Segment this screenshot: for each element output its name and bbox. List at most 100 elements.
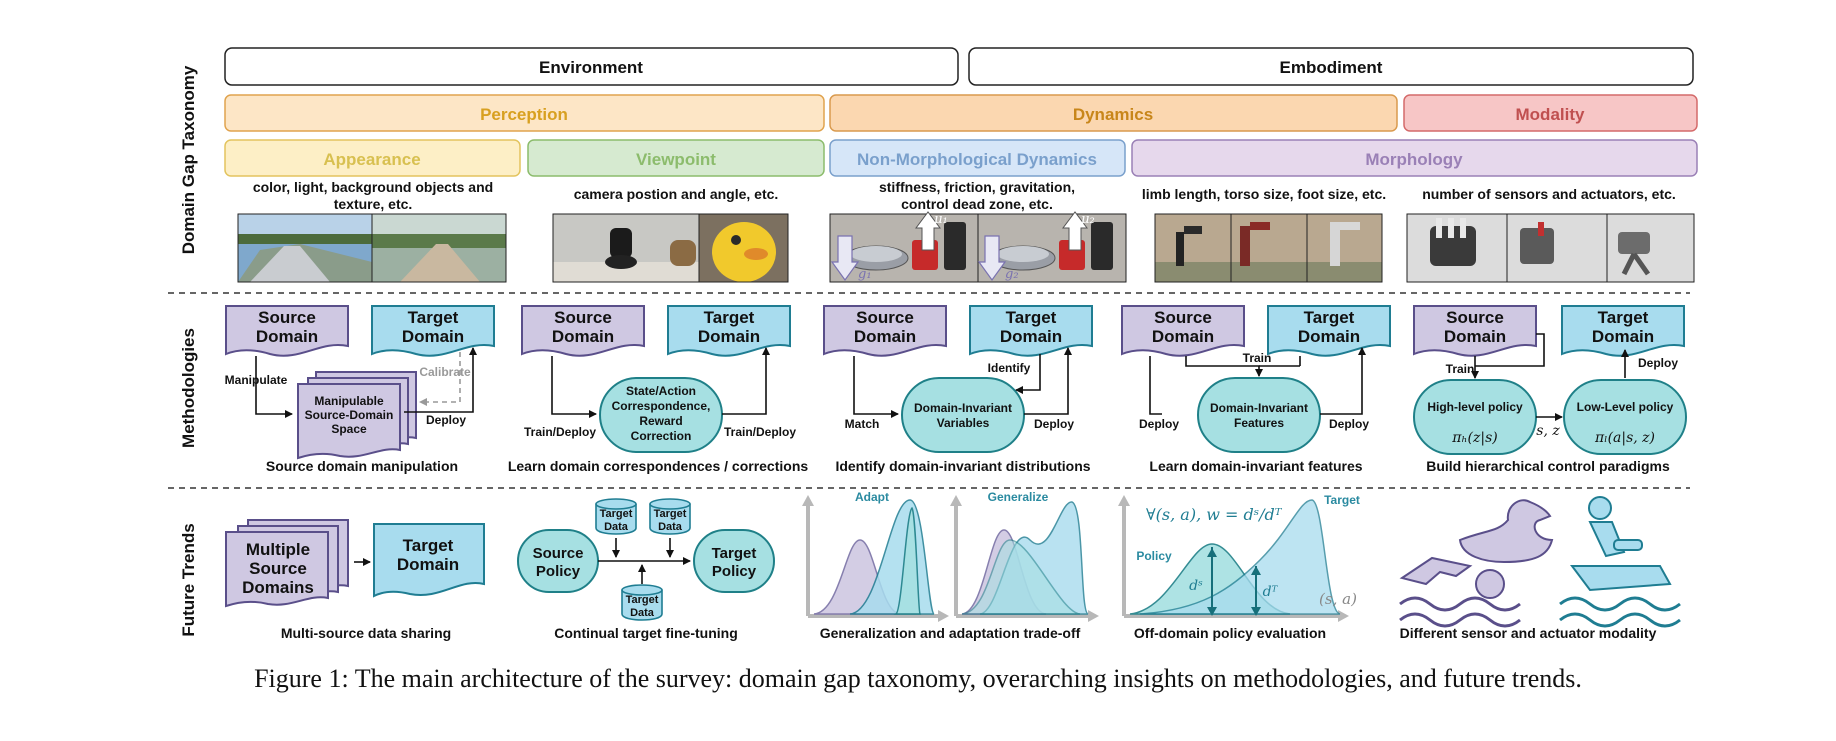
gravity-label-1: g₁	[858, 267, 872, 282]
perception-label: Perception	[480, 105, 568, 124]
svg-text:Data: Data	[604, 521, 629, 533]
viewpoint-label: Viewpoint	[636, 150, 716, 169]
method-caption-3: Identify domain-invariant distributions	[835, 458, 1090, 474]
modality-box: Modality	[1403, 94, 1698, 132]
svg-text:Domain: Domain	[402, 327, 464, 346]
svg-text:Domain-Invariant: Domain-Invariant	[914, 401, 1012, 415]
modality-description: number of sensors and actuators, etc.	[1422, 186, 1676, 202]
svg-text:Domain: Domain	[552, 327, 614, 346]
svg-text:Target: Target	[1304, 308, 1355, 327]
svg-text:Domain: Domain	[1298, 327, 1360, 346]
method-domain-invariant-distributions: Source Domain Target Domain Domain-Invar…	[823, 305, 1093, 474]
svg-text:πₗ(a|s, z): πₗ(a|s, z)	[1594, 430, 1655, 446]
svg-text:Target: Target	[626, 594, 659, 606]
target-data-cylinder: Target Data	[595, 498, 637, 535]
morphology-description: limb length, torso size, foot size, etc.	[1142, 186, 1386, 202]
method-source-domain-manipulation: Source Domain Target Domain Manipulable …	[225, 305, 495, 474]
match-label: Match	[845, 417, 880, 431]
svg-text:Domain: Domain	[397, 555, 459, 574]
state-action-label: (s, a)	[1319, 590, 1357, 608]
train-label: Train	[1446, 362, 1475, 376]
svg-text:Multiple: Multiple	[246, 540, 310, 559]
svg-text:High-level policy: High-level policy	[1427, 400, 1523, 414]
friction-label-2: μ₂	[1081, 212, 1095, 227]
svg-text:Space: Space	[331, 422, 367, 436]
morphology-box: Morphology	[1131, 139, 1698, 177]
svg-text:Manipulable: Manipulable	[314, 394, 384, 408]
non-morphological-dynamics-box: Non-Morphological Dynamics	[829, 139, 1126, 177]
svg-text:Target: Target	[1598, 308, 1649, 327]
source-domain-doc: Source Domain	[521, 305, 645, 357]
trend-caption-3: Generalization and adaptation trade-off	[820, 625, 1081, 641]
domain-invariant-features-node: Domain-Invariant Features	[1197, 377, 1321, 453]
deploy-label: Deploy	[1034, 417, 1074, 431]
sz-label: s, z	[1536, 423, 1560, 439]
generalize-plot: Generalize	[950, 490, 1099, 622]
svg-text:Domain: Domain	[1152, 327, 1214, 346]
correspondence-node: State/Action Correspondence, Reward Corr…	[599, 377, 723, 453]
source-domain-doc: Source Domain	[823, 305, 947, 357]
embodiment-box: Embodiment	[968, 47, 1694, 86]
adapt-plot: Adapt	[802, 490, 949, 622]
method-domain-invariant-features: Source Domain Target Domain Domain-Invar…	[1121, 305, 1391, 474]
viewpoint-description: camera postion and angle, etc.	[574, 186, 779, 202]
svg-text:Target: Target	[654, 508, 687, 520]
low-level-policy-node: Low-Level policy πₗ(a|s, z)	[1563, 379, 1687, 455]
duck-icon	[1458, 499, 1554, 564]
source-density-label: dˢ	[1189, 578, 1203, 594]
robot-hand-images	[1406, 213, 1695, 283]
manipulable-space-stack: Manipulable Source-Domain Space	[297, 371, 417, 460]
trend-caption-1: Multi-source data sharing	[281, 625, 451, 641]
svg-text:Domain-Invariant: Domain-Invariant	[1210, 401, 1308, 415]
dynamics-pan-images: g₁ g₂ μ₁ μ₂	[829, 211, 1127, 283]
target-domain-doc: Target Domain	[667, 305, 791, 357]
target-domain-doc: Target Domain	[1267, 305, 1391, 357]
train-deploy-right-label: Train/Deploy	[724, 425, 796, 439]
non-morph-description-line1: stiffness, friction, gravitation,	[879, 179, 1075, 195]
svg-text:Source: Source	[1446, 308, 1504, 327]
svg-text:State/Action: State/Action	[626, 384, 696, 398]
adapt-label: Adapt	[855, 490, 889, 504]
target-data-cylinder: Target Data	[649, 498, 691, 535]
svg-text:Source: Source	[856, 308, 914, 327]
manipulate-label: Manipulate	[225, 373, 288, 387]
target-domain-doc: Target Domain	[373, 523, 485, 598]
swimmer-icon	[1399, 556, 1521, 628]
viewpoint-box: Viewpoint	[527, 139, 825, 177]
trend-generalization-adaptation: Adapt Generalize Generalization and adap…	[802, 490, 1099, 641]
generalize-label: Generalize	[988, 490, 1049, 504]
calibrate-label: Calibrate	[419, 365, 471, 379]
svg-text:πₕ(z|s): πₕ(z|s)	[1451, 430, 1497, 446]
appearance-description-line1: color, light, background objects and	[253, 179, 493, 195]
svg-text:Low-Level policy: Low-Level policy	[1577, 400, 1674, 414]
svg-text:Domain: Domain	[698, 327, 760, 346]
svg-text:Data: Data	[658, 521, 683, 533]
source-domain-doc: Source Domain	[1413, 305, 1537, 357]
train-label: Train	[1243, 351, 1272, 365]
high-level-policy-node: High-level policy πₕ(z|s)	[1413, 379, 1537, 455]
svg-text:Target: Target	[1006, 308, 1057, 327]
method-caption-5: Build hierarchical control paradigms	[1426, 458, 1670, 474]
appearance-description-line2: texture, etc.	[334, 196, 413, 212]
figure-caption: Figure 1: The main architecture of the s…	[254, 664, 1582, 693]
row-title-taxonomy: Domain Gap Taxonomy	[179, 65, 198, 254]
deploy-label: Deploy	[1638, 356, 1678, 370]
target-policy-node: Target Policy	[693, 529, 775, 593]
deploy-label: Deploy	[426, 413, 466, 427]
trend-caption-4: Off-domain policy evaluation	[1134, 625, 1326, 641]
svg-text:Target: Target	[704, 308, 755, 327]
appearance-box: Appearance	[224, 139, 521, 177]
importance-weight-formula: ∀(s, a), w = dˢ/dᵀ	[1146, 505, 1283, 524]
svg-text:Policy: Policy	[712, 563, 757, 580]
environment-box: Environment	[224, 47, 959, 86]
svg-text:Correction: Correction	[631, 429, 692, 443]
trend-continual-fine-tuning: Source Policy Target Policy Target Data …	[517, 498, 775, 641]
target-domain-doc: Target Domain	[1561, 305, 1685, 357]
morphology-robot-images	[1154, 213, 1383, 283]
dynamics-box: Dynamics	[829, 94, 1398, 132]
svg-text:Source: Source	[533, 545, 584, 562]
embodiment-label: Embodiment	[1280, 58, 1383, 77]
train-deploy-left-label: Train/Deploy	[524, 425, 596, 439]
source-domain-doc: Source Domain	[1121, 305, 1245, 357]
